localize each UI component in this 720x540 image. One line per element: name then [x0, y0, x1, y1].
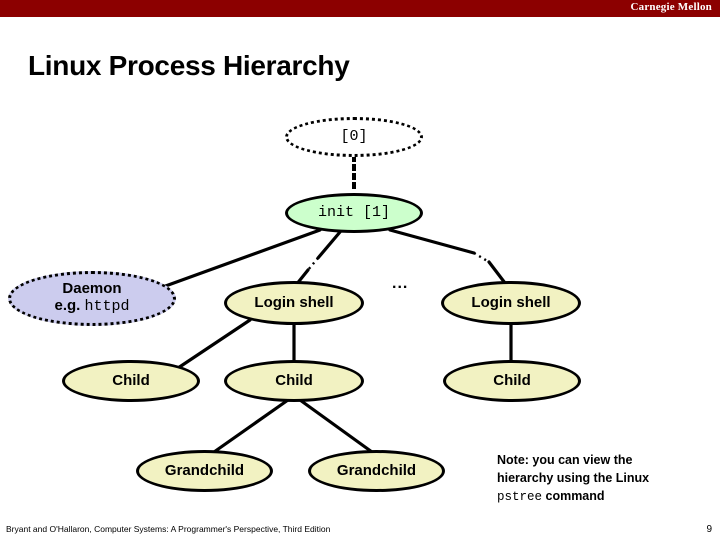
node-child-right-label: Child	[493, 371, 531, 389]
node-login-shell-left[interactable]: Login shell	[224, 281, 364, 325]
header-bar: Carnegie Mellon	[0, 0, 720, 17]
node-child-right[interactable]: Child	[443, 360, 581, 402]
node-login-shell-right-label: Login shell	[471, 293, 551, 311]
edge-shell-left-to-child-left	[176, 318, 252, 370]
node-root-process[interactable]: [0]	[285, 117, 423, 157]
note-line-3-tail: command	[542, 488, 605, 503]
node-daemon-eg-text: e.g.	[54, 297, 85, 314]
node-root-label: [0]	[340, 127, 368, 145]
note-line-3: pstree command	[497, 488, 702, 507]
node-child-middle-label: Child	[275, 371, 313, 389]
edge-init-to-shell-right-gap	[473, 251, 490, 264]
node-child-middle[interactable]: Child	[224, 360, 364, 402]
node-init[interactable]: init [1]	[285, 193, 423, 233]
node-grandchild-right-label: Grandchild	[336, 461, 417, 479]
node-child-left-label: Child	[112, 371, 150, 389]
node-daemon-command: httpd	[84, 298, 130, 315]
node-daemon-label-line1: Daemon	[62, 280, 122, 298]
node-daemon-label-line2: e.g. httpd	[54, 297, 130, 316]
page-number: 9	[706, 524, 712, 535]
university-brand-label: Carnegie Mellon	[630, 1, 712, 13]
node-init-label: init [1]	[317, 203, 390, 221]
node-grandchild-left[interactable]: Grandchild	[136, 450, 273, 492]
edge-child-mid-to-grandchild-left	[212, 398, 290, 454]
edge-child-mid-to-grandchild-right	[298, 398, 374, 454]
edge-init-to-shell-left-gap	[307, 257, 319, 271]
node-login-shell-left-label: Login shell	[254, 293, 334, 311]
edge-init-to-daemon	[158, 228, 322, 290]
note-line-1: Note: you can view the	[497, 453, 633, 467]
edge-init-to-shell-right-upper	[388, 228, 476, 255]
node-login-shell-right[interactable]: Login shell	[441, 281, 581, 325]
footer-citation: Bryant and O'Hallaron, Computer Systems:…	[6, 524, 331, 534]
note-line-2: hierarchy using the Linux	[497, 470, 650, 485]
node-child-left[interactable]: Child	[62, 360, 200, 402]
node-grandchild-right[interactable]: Grandchild	[308, 450, 445, 492]
node-grandchild-left-label: Grandchild	[164, 461, 245, 479]
edge-init-to-shell-right-lower	[487, 260, 507, 285]
note-block: Note: you can view the hierarchy using t…	[497, 452, 702, 506]
ellipsis-marker: ...	[392, 275, 409, 292]
pstree-command-text: pstree	[497, 489, 543, 504]
edge-init-to-shell-left-upper	[316, 230, 342, 260]
node-daemon[interactable]: Daemon e.g. httpd	[8, 271, 176, 326]
page-title: Linux Process Hierarchy	[28, 50, 350, 81]
